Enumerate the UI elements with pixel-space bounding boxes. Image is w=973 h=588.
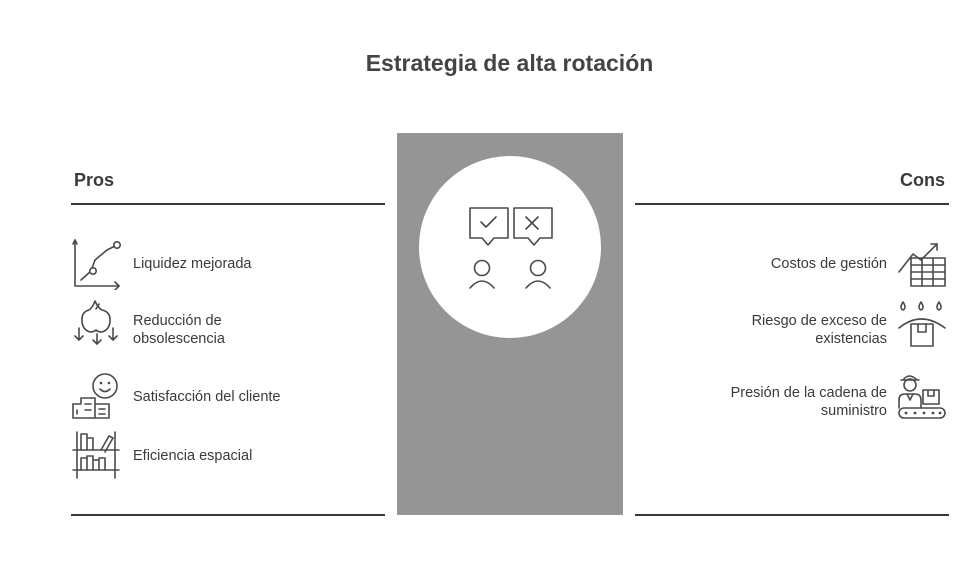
pro-label-liquidity: Liquidez mejorada xyxy=(133,256,252,272)
diagram-title: Estrategia de alta rotación xyxy=(365,50,654,76)
cons-bottom-divider xyxy=(635,514,949,516)
pro-item-space: Eficiencia espacial xyxy=(71,430,371,482)
con-item-overstock-risk: Riesgo de exceso de existencias xyxy=(649,298,949,350)
cost-table-trend-icon xyxy=(898,243,946,287)
con-label-overstock-risk-text: Riesgo de exceso de existencias xyxy=(751,313,887,347)
supply-worker-conveyor-icon xyxy=(898,375,946,419)
pros-cons-people-icon xyxy=(469,207,553,289)
center-panel xyxy=(397,133,623,515)
pro-label-satisfaction: Satisfacción del cliente xyxy=(133,389,281,405)
con-item-management-costs: Costos de gestión xyxy=(649,238,949,290)
center-circle xyxy=(419,156,601,338)
pro-item-obsolescence: Reducción de obsolescencia xyxy=(71,298,371,350)
happy-customer-icon xyxy=(72,373,118,419)
pro-item-liquidity: Liquidez mejorada xyxy=(71,238,371,290)
pros-heading: Pros xyxy=(74,170,115,190)
bookshelf-icon xyxy=(72,431,120,479)
con-label-overstock-risk: Riesgo de exceso de existencias xyxy=(727,312,887,348)
pro-item-satisfaction: Satisfacción del cliente xyxy=(71,372,371,424)
falling-apple-icon xyxy=(74,300,118,345)
con-label-supply-pressure: Presión de la cadena de suministro xyxy=(717,384,887,420)
pros-top-divider xyxy=(71,203,385,205)
pro-label-obsolescence: Reducción de obsolescencia xyxy=(133,312,243,348)
pro-label-obsolescence-text: Reducción de obsolescencia xyxy=(133,313,225,347)
growth-chart-icon xyxy=(72,239,121,290)
pro-label-space: Eficiencia espacial xyxy=(133,448,253,464)
cons-top-divider xyxy=(635,203,949,205)
overflow-box-icon xyxy=(898,301,946,347)
pros-bottom-divider xyxy=(71,514,385,516)
con-label-supply-pressure-text: Presión de la cadena de suministro xyxy=(730,385,887,419)
cons-heading: Cons xyxy=(900,170,945,190)
con-item-supply-pressure: Presión de la cadena de suministro xyxy=(649,372,949,424)
con-label-management-costs: Costos de gestión xyxy=(770,256,887,272)
